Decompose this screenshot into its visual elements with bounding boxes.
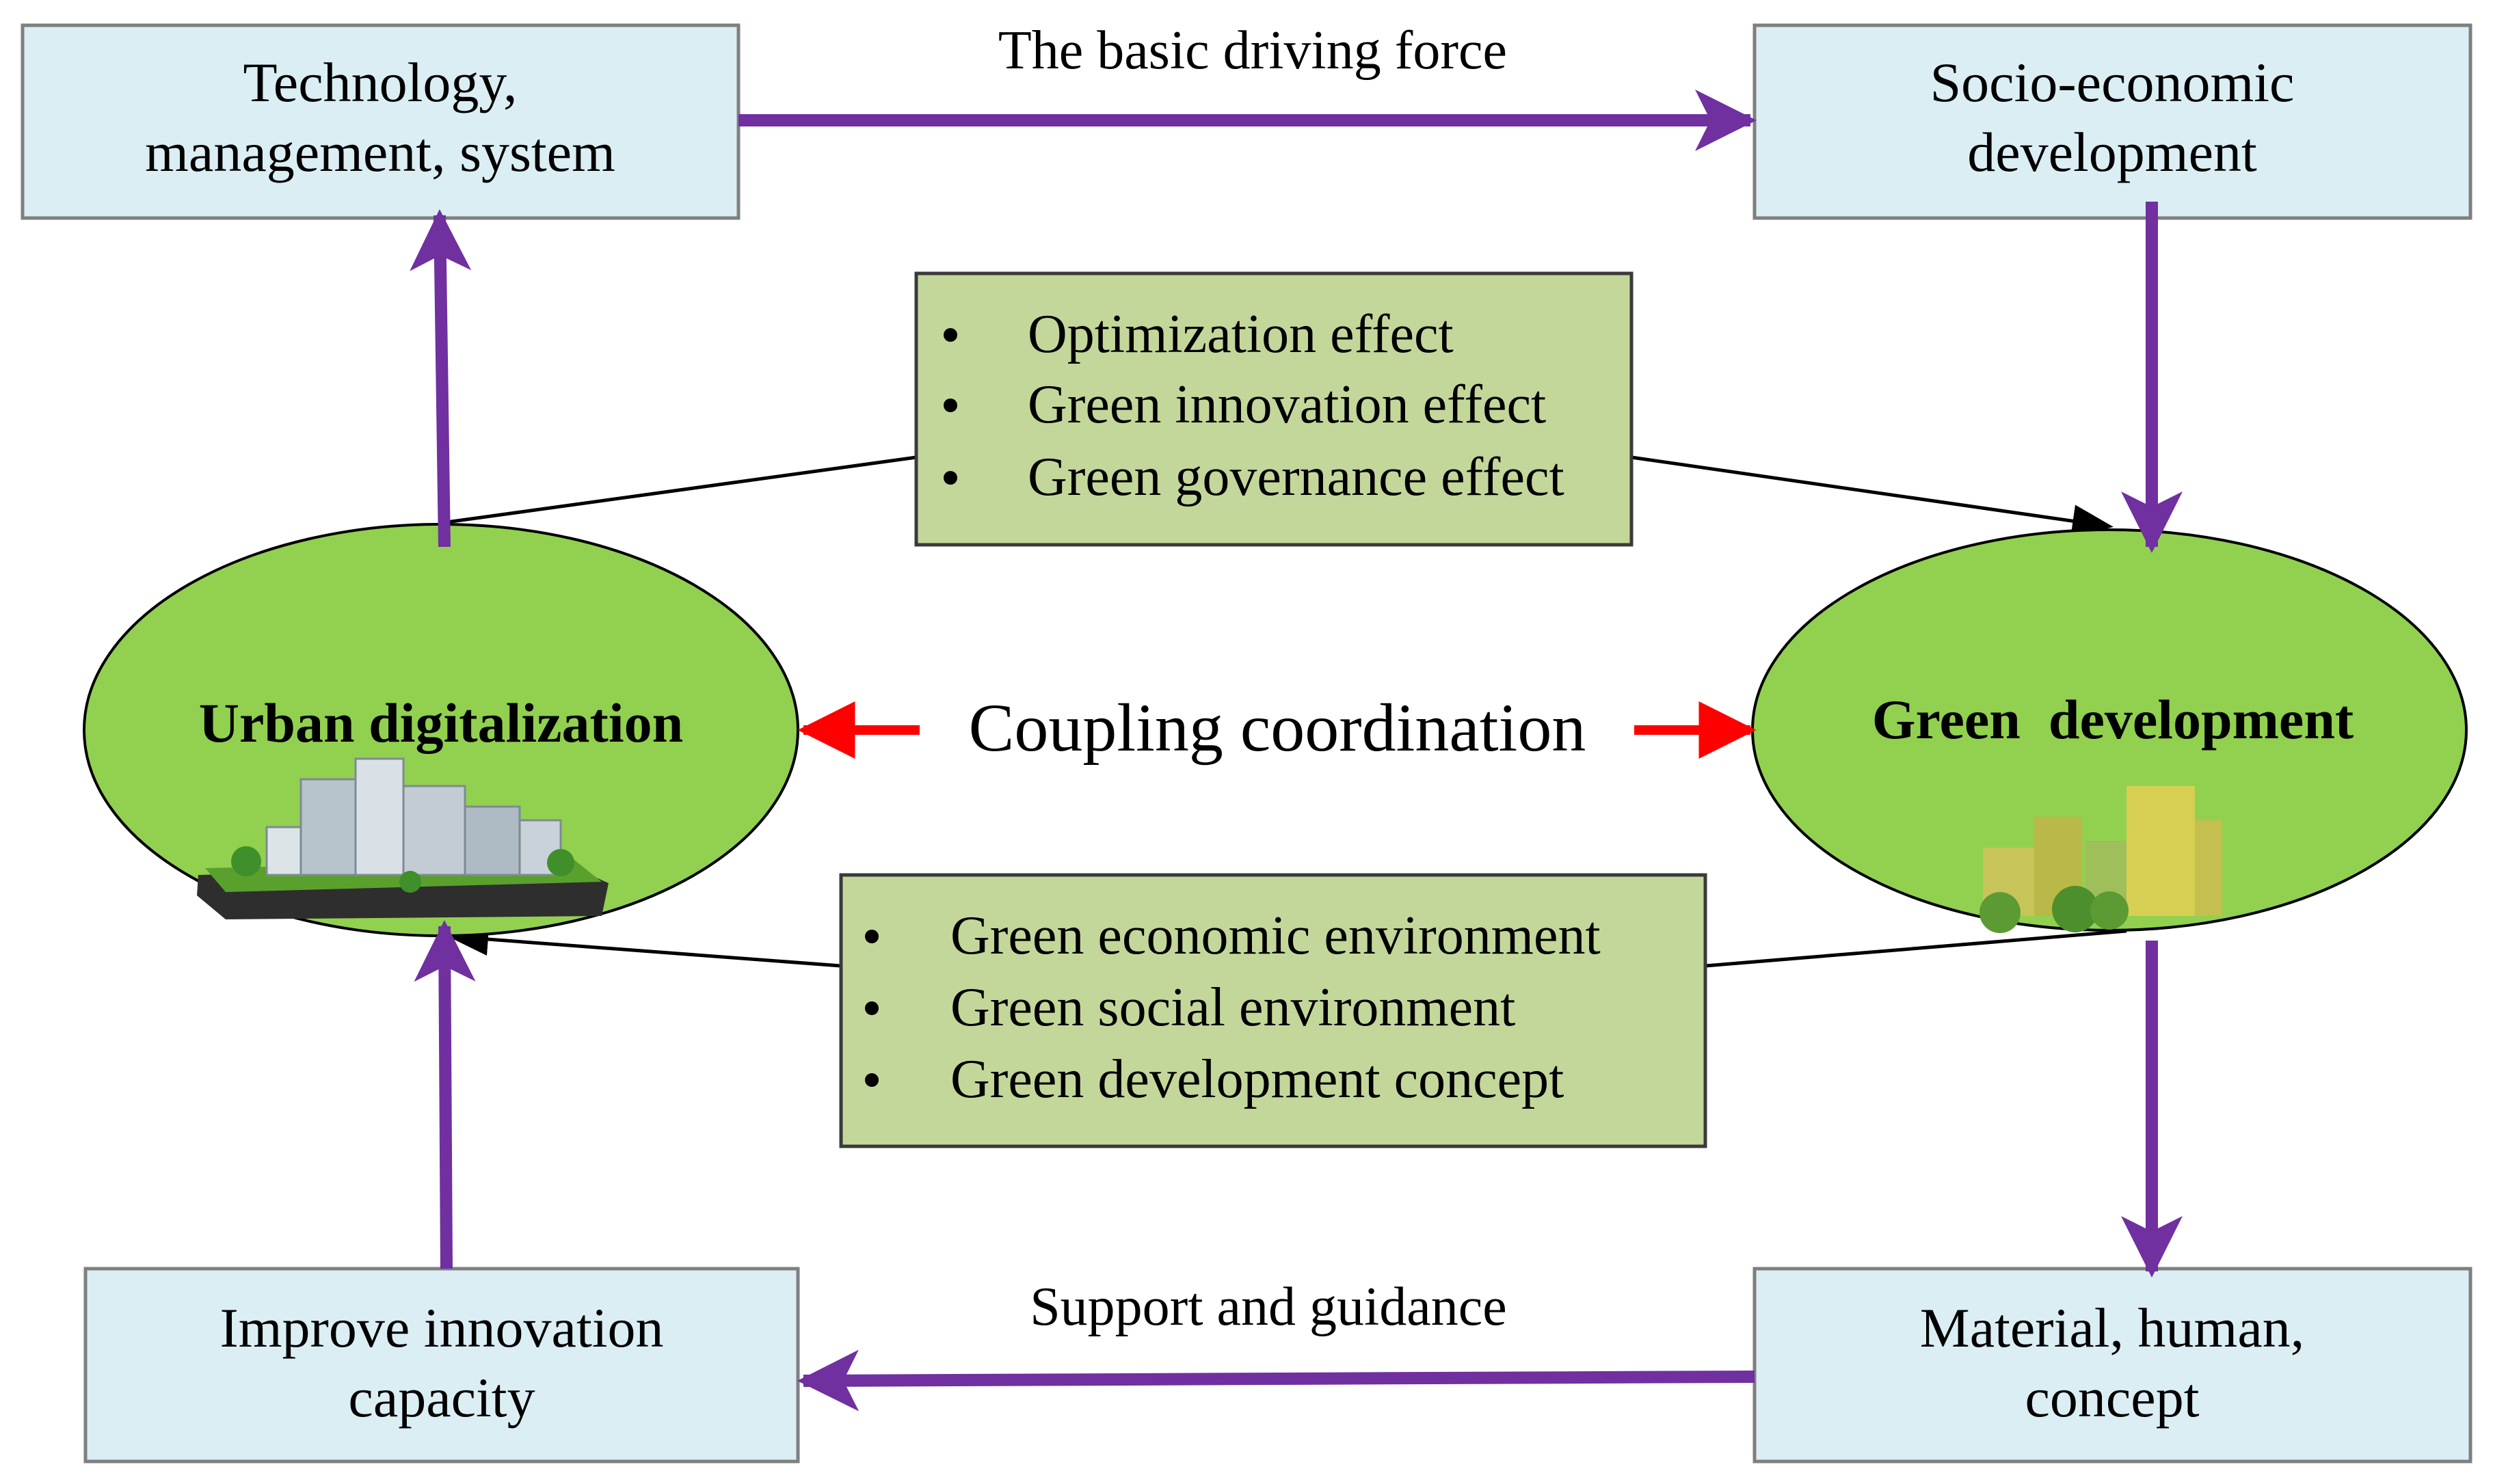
bullet-icon	[944, 328, 957, 342]
coupling-coordination-label: Coupling coordination	[969, 690, 1586, 766]
effects-top-item: Optimization effect	[1028, 304, 1454, 364]
bullet-icon	[865, 930, 879, 943]
effects-bottom-item: Green development concept	[950, 1049, 1564, 1109]
arrow-innovation-to-urban	[414, 920, 476, 1269]
effects-top-item: Green innovation effect	[1028, 375, 1546, 435]
technology-box-line2: management, system	[145, 121, 615, 183]
socio-economic-box	[1752, 23, 2472, 220]
effect-line-bottom-right	[1705, 929, 2127, 968]
arrow-urban-to-technology	[410, 209, 472, 548]
effects-bottom-item: Green economic environment	[950, 906, 1601, 966]
socio-economic-box-line2: development	[1967, 121, 2257, 183]
material-box-line2: concept	[2025, 1366, 2200, 1429]
city-on-tablet-icon	[197, 757, 609, 919]
material-box	[1752, 1267, 2472, 1463]
technology-box-line1: Technology,	[243, 51, 517, 113]
bullet-icon	[865, 1073, 879, 1087]
bullet-icon	[865, 1001, 879, 1015]
basic-driving-force-label: The basic driving force	[998, 21, 1507, 81]
green-development-label: Green development	[1872, 688, 2354, 751]
effects-top-item: Green governance effect	[1028, 447, 1564, 507]
innovation-box-line1: Improve innovation	[219, 1297, 663, 1359]
technology-box	[21, 23, 741, 220]
bullet-icon	[944, 399, 957, 412]
material-box-line1: Material, human,	[1920, 1297, 2304, 1359]
effects-bottom-box	[839, 873, 1707, 1148]
support-and-guidance-label: Support and guidance	[1030, 1277, 1507, 1337]
effects-bottom-item: Green social environment	[950, 977, 1515, 1038]
effect-line-bottom-left	[447, 923, 842, 968]
effect-line-top-right	[1631, 455, 2114, 538]
socio-economic-box-line1: Socio-economic	[1930, 51, 2295, 113]
effects-top-box	[914, 271, 1634, 547]
bullet-icon	[944, 471, 957, 485]
urban-digitalization-label: Urban digitalization	[199, 692, 683, 754]
arrow-material-to-innovation	[797, 1349, 1755, 1412]
green-buildings-icon	[1979, 786, 2222, 933]
effect-line-top-left	[446, 455, 917, 524]
innovation-box-line2: capacity	[348, 1366, 535, 1429]
